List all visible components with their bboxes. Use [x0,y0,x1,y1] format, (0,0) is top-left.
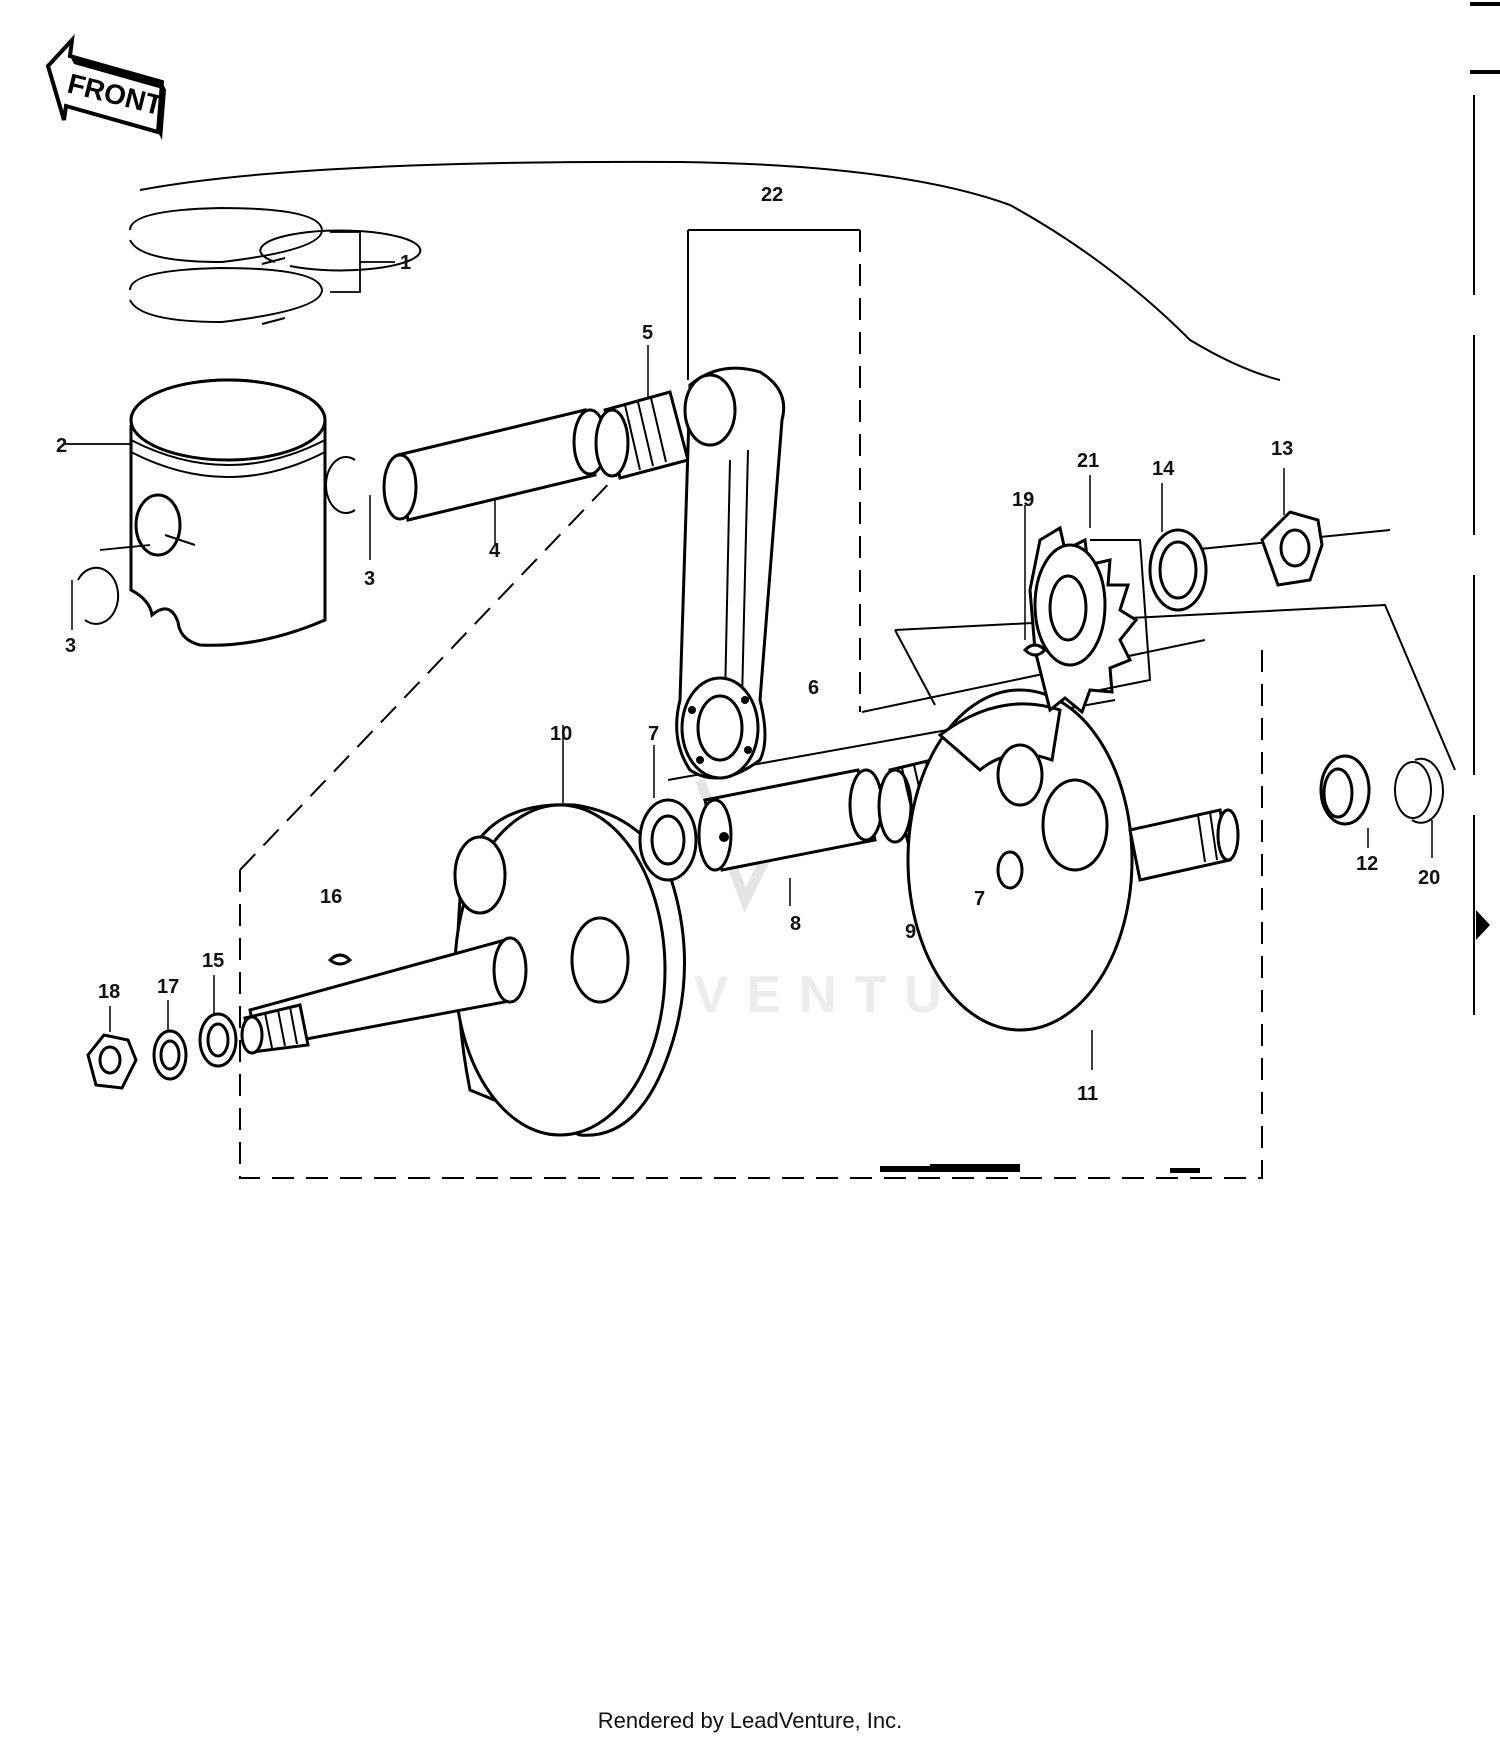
callout-20: 20 [1418,867,1440,889]
callout-7-a: 7 [648,723,659,745]
part-washers-and-nut-left [86,975,238,1090]
front-arrow-icon: FRONT [45,34,166,140]
part-right-side-seals [1319,754,1444,858]
callout-11: 11 [1077,1083,1098,1105]
part-piston [65,378,327,647]
part-crank-pin-and-washers [638,745,884,906]
callout-22: 22 [761,184,783,206]
case-outline [139,160,1281,381]
callout-14: 14 [1152,458,1175,480]
callout-1: 1 [400,252,411,274]
part-connecting-rod [675,366,786,780]
callout-8: 8 [790,913,801,935]
callout-4: 4 [489,540,501,562]
part-circlips [71,456,371,630]
callout-19: 19 [1012,489,1034,511]
callout-15: 15 [202,950,224,972]
callout-7-b: 7 [974,888,985,910]
callout-21: 21 [1077,450,1099,472]
callout-16: 16 [320,886,342,908]
part-piston-pin [382,408,608,545]
footer-credit: Rendered by LeadVenture, Inc. [597,1708,903,1733]
callout-18: 18 [98,981,120,1003]
callout-17: 17 [157,976,179,998]
callout-9: 9 [905,921,916,943]
part-small-end-bearing [594,345,690,480]
part-crank-web-left [453,725,686,1137]
callout-2: 2 [56,435,67,457]
page-edge-marks [1470,2,1500,1040]
callout-labels: 1 2 3 3 4 5 6 7 7 8 9 10 11 12 13 14 15 … [56,184,1440,1105]
callout-10: 10 [550,723,572,745]
part-crank-web-right [906,688,1240,1070]
part-crankshaft-left-shaft [240,936,528,1055]
callout-6: 6 [808,677,819,699]
callout-12: 12 [1356,853,1378,875]
part-gear-key-washer-nut [1022,468,1324,715]
callout-3-b: 3 [65,635,76,657]
assembly-guides [239,229,1456,1179]
callout-13: 13 [1271,438,1293,460]
callout-5: 5 [642,322,653,344]
callout-3-a: 3 [364,568,375,590]
scan-artifacts [880,1164,1200,1173]
part-piston-rings [129,206,422,325]
